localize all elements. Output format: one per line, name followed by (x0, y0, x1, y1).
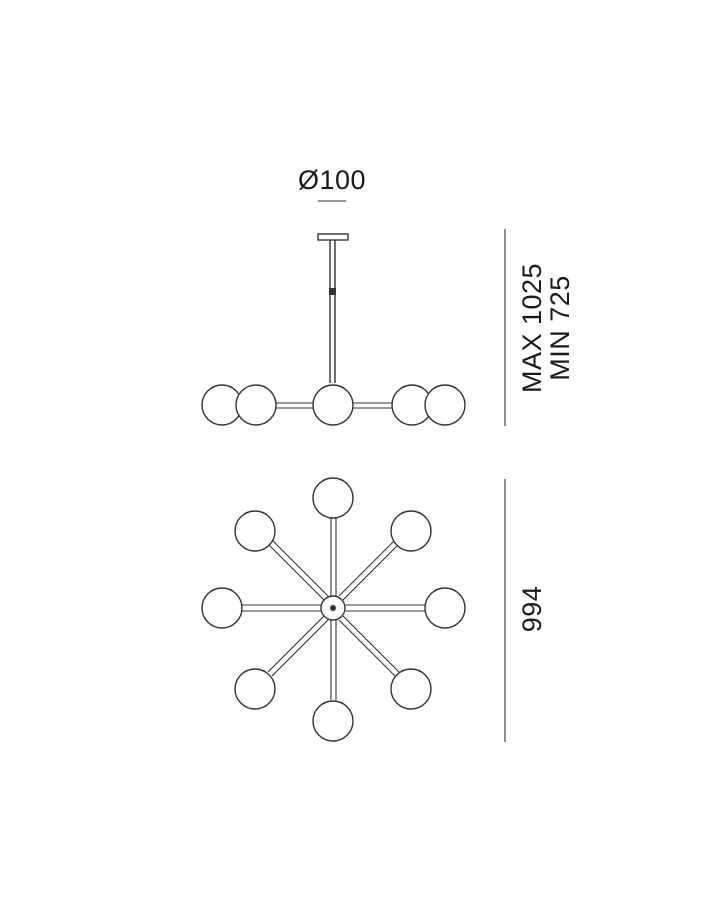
spoke-northwest-b (271, 539, 329, 597)
side-globe-5 (424, 384, 466, 426)
ceiling-canopy (317, 233, 349, 241)
plan-view: 994 (201, 477, 547, 742)
plan-globe-west (201, 587, 243, 629)
plan-globe-northwest (234, 510, 276, 552)
plan-globe-south (312, 700, 354, 742)
spoke-northeast (338, 539, 396, 597)
height-min-label: MIN 725 (545, 275, 575, 381)
side-globe-2 (235, 384, 277, 426)
rod-adjuster (329, 288, 336, 295)
spoke-southeast (338, 619, 396, 677)
plan-globe-southeast (390, 668, 432, 710)
spoke-northwest (267, 543, 325, 601)
canopy-diameter-label: Ø100 (298, 165, 366, 195)
center-hub-dot (330, 605, 336, 611)
width-label: 994 (517, 586, 547, 633)
plan-globe-north (312, 477, 354, 519)
side-globe-center (312, 384, 354, 426)
spoke-southwest-b (271, 619, 329, 677)
plan-globe-southwest (234, 668, 276, 710)
spoke-northeast-b (342, 543, 400, 601)
plan-globe-northeast (390, 510, 432, 552)
spoke-southwest (267, 615, 325, 673)
plan-globe-east (424, 587, 466, 629)
height-max-label: MAX 1025 (517, 263, 547, 393)
spoke-southeast-b (342, 615, 400, 673)
side-view: Ø100 MAX 1025 MIN 725 (201, 165, 575, 426)
